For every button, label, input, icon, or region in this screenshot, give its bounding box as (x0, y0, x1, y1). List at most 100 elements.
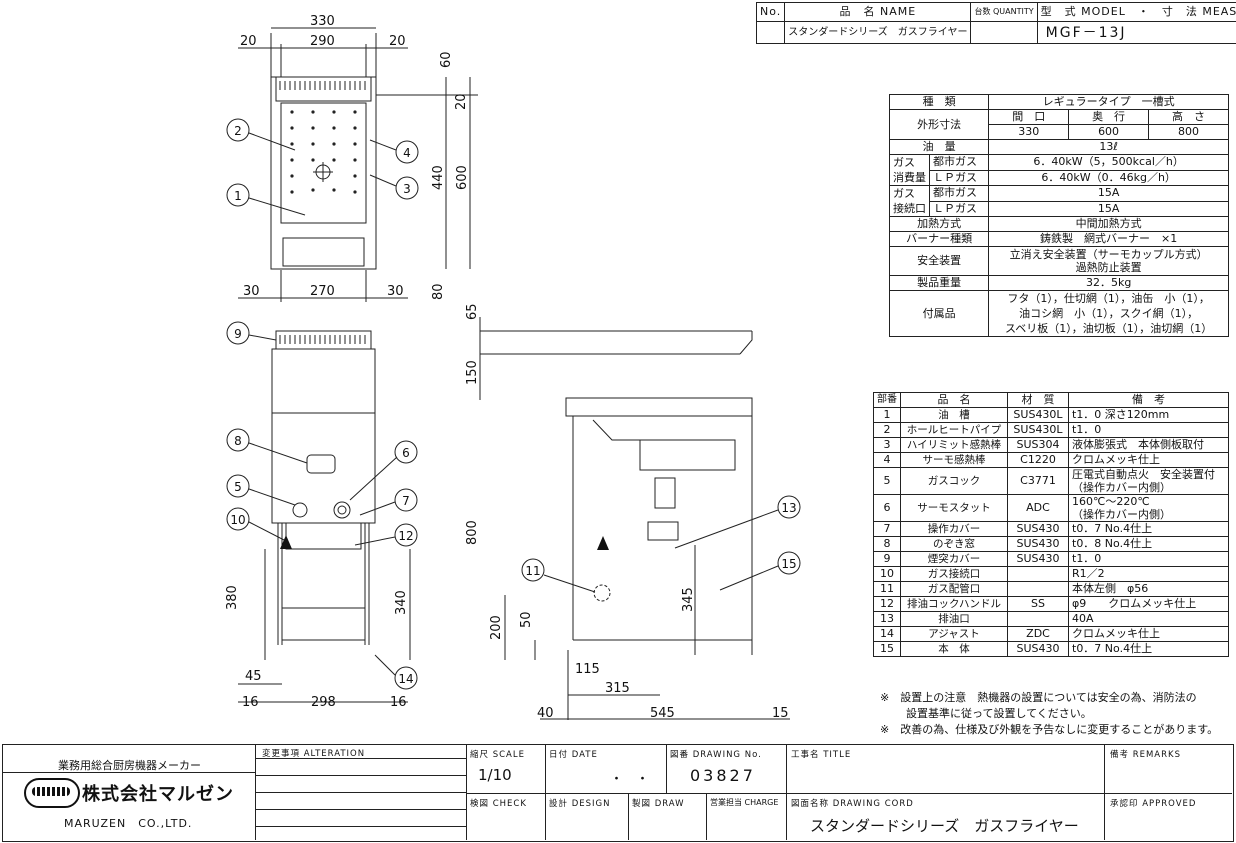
balloon-9: 9 (226, 321, 250, 345)
dimension-labels: 330 20 290 20 60 20 440 600 80 30 270 30… (225, 14, 789, 721)
dim-label: 30 (387, 284, 404, 299)
part-material (1007, 611, 1069, 627)
svg-text:8: 8 (234, 434, 242, 448)
svg-text:1: 1 (234, 189, 242, 203)
dim-label: 290 (310, 34, 335, 49)
svg-text:7: 7 (402, 494, 410, 508)
note-line: 設置基準に従って設置してください。 (906, 707, 1092, 720)
part-remark: t1．0 (1068, 422, 1229, 438)
charge-label: 営業担当 CHARGE (710, 798, 779, 807)
part-remark: 本体左側 φ56 (1068, 581, 1229, 597)
part-material: SUS430 (1007, 536, 1069, 552)
dim-label: 340 (394, 590, 409, 615)
balloon-1: 1 (226, 183, 250, 207)
title-block (2, 744, 1234, 842)
company-name-en: MARUZEN CO.,LTD. (64, 817, 193, 830)
alteration-label: 変更事項 ALTERATION (262, 749, 366, 759)
part-number: 13 (873, 611, 901, 627)
drawing-no-label: 図番 DRAWING No. (670, 750, 762, 760)
dim-label: 20 (454, 93, 469, 110)
dim-label: 200 (489, 615, 504, 640)
balloon-13: 13 (777, 495, 801, 519)
spec-sub-header: 間 口 (988, 109, 1070, 125)
part-number: 11 (873, 581, 901, 597)
date-value: ・ ・ (610, 772, 650, 787)
svg-text:6: 6 (402, 446, 410, 460)
spec-value: 6．40kW（5，500kcal／h） (988, 154, 1229, 171)
balloon-3: 3 (395, 176, 419, 200)
balloon-5: 5 (226, 474, 250, 498)
parts-header: 品 名 (900, 392, 1008, 408)
spec-value: 32．5kg (988, 275, 1229, 291)
drawing-no: 03827 (690, 766, 756, 785)
dim-label: 115 (575, 662, 600, 677)
logo-mark-icon (32, 787, 70, 796)
gas-inlet-marker (280, 535, 292, 549)
dim-label: 60 (439, 51, 454, 68)
dim-label: 380 (225, 585, 240, 610)
maker-caption: 業務用総合厨房機器メーカー (58, 759, 201, 772)
part-number: 10 (873, 566, 901, 582)
spec-sub-header: 奥 行 (1068, 109, 1149, 125)
part-name: 排油口 (900, 611, 1008, 627)
draw-label: 製図 DRAW (632, 799, 685, 809)
spec-label: 製品重量 (888, 275, 990, 291)
model-number: MGF－13J (1036, 21, 1236, 44)
part-material: ADC (1007, 494, 1069, 522)
parts-header: 部番 (873, 392, 901, 408)
spec-label: 付属品 (888, 290, 990, 337)
part-name: ガス配管口 (900, 581, 1008, 597)
part-number: 14 (873, 626, 901, 642)
spec-value: 立消え安全装置（サーモカップル方式）過熱防止装置 (988, 246, 1229, 276)
part-name: ハイリミット感熱棒 (900, 437, 1008, 453)
balloon-7: 7 (394, 488, 418, 512)
part-material: SUS430 (1007, 521, 1069, 537)
part-number: 12 (873, 596, 901, 612)
svg-text:11: 11 (525, 564, 540, 578)
part-material: SUS304 (1007, 437, 1069, 453)
maruzen-logo (24, 778, 80, 808)
technical-drawing: 330 20 290 20 60 20 440 600 80 30 270 30… (225, 14, 801, 721)
spec-label: ガス接続口 (889, 185, 930, 217)
svg-text:2: 2 (234, 124, 242, 138)
part-name: ガス接続口 (900, 566, 1008, 582)
svg-text:9: 9 (234, 327, 242, 341)
dim-label: 50 (519, 611, 534, 628)
spec-value: 6．40kW（0．46kg／h） (988, 169, 1229, 186)
part-material: SS (1007, 596, 1069, 612)
spec-label: 外形寸法 (888, 109, 990, 140)
balloon-11: 11 (521, 558, 545, 582)
part-remark: 液体膨張式 本体側板取付 (1068, 437, 1229, 453)
dim-label: 20 (389, 34, 406, 49)
dim-label: 15 (772, 706, 789, 721)
svg-text:10: 10 (230, 513, 245, 527)
leader-lines (248, 132, 779, 676)
spec-label: 加熱方式 (888, 216, 990, 232)
part-material: SUS430L (1007, 422, 1069, 438)
spec-value: 13ℓ (988, 139, 1229, 155)
part-number: 15 (873, 641, 901, 657)
spec-label: ガス消費量 (889, 154, 930, 186)
balloon-12: 12 (394, 523, 418, 547)
dim-label: 40 (537, 706, 554, 721)
svg-text:13: 13 (781, 501, 796, 515)
part-number: 3 (873, 437, 901, 453)
dim-label: 16 (242, 695, 259, 710)
part-material (1007, 581, 1069, 597)
dim-label: 298 (311, 695, 336, 710)
part-remark: φ9 クロムメッキ仕上 (1068, 596, 1229, 612)
notes: ※ 設置上の注意 熱機器の設置については安全の為、消防法の 設置基準に従って設置… (880, 690, 1218, 738)
part-name: 煙突カバー (900, 551, 1008, 567)
dim-label: 30 (243, 284, 260, 299)
dim-label: 330 (310, 14, 335, 29)
part-number: 8 (873, 536, 901, 552)
svg-text:14: 14 (398, 672, 413, 686)
